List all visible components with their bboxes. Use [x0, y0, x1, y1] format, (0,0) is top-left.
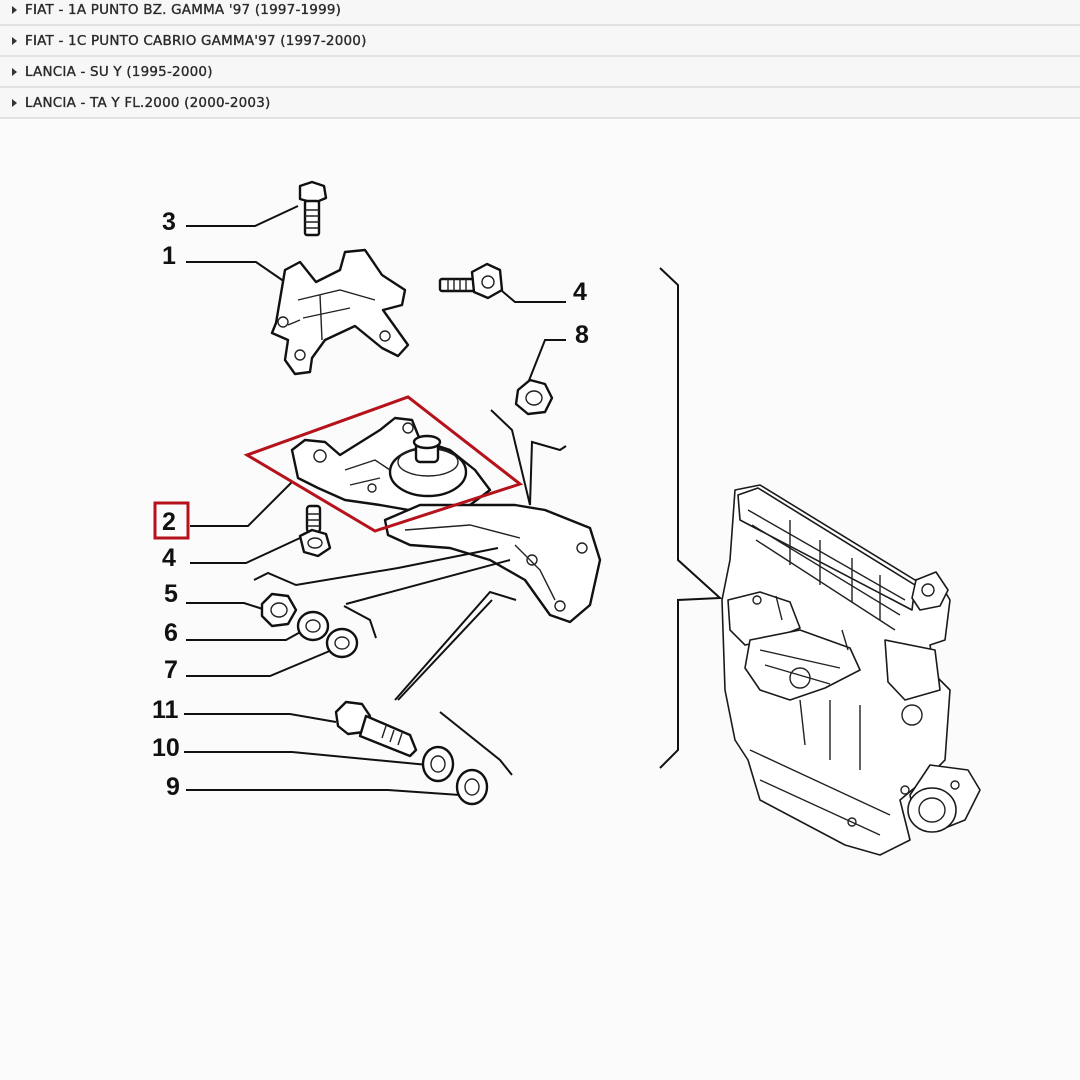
- part-8-nut[interactable]: [514, 378, 554, 416]
- part-5-nut[interactable]: [260, 592, 298, 628]
- selected-callout-box: [153, 501, 190, 540]
- callout-1[interactable]: 1: [162, 242, 176, 270]
- selected-part-highlight: [243, 395, 524, 533]
- caret-right-icon: [12, 98, 17, 107]
- applicability-label: FIAT - 1C PUNTO CABRIO GAMMA'97 (1997-20…: [25, 32, 367, 49]
- applicability-label: FIAT - 1A PUNTO BZ. GAMMA '97 (1997-1999…: [25, 2, 342, 18]
- applicability-item[interactable]: LANCIA - TA Y FL.2000 (2000-2003): [0, 88, 1080, 119]
- part-10-washer[interactable]: [421, 745, 455, 783]
- caret-right-icon: [12, 36, 17, 45]
- part-6-washer[interactable]: [296, 610, 330, 642]
- applicability-item[interactable]: FIAT - 1C PUNTO CABRIO GAMMA'97 (1997-20…: [0, 26, 1080, 57]
- callout-4[interactable]: 4: [162, 544, 176, 572]
- applicability-item[interactable]: FIAT - 1A PUNTO BZ. GAMMA '97 (1997-1999…: [0, 0, 1080, 26]
- applicability-item[interactable]: LANCIA - SU Y (1995-2000): [0, 57, 1080, 88]
- part-4-stud-lower[interactable]: [298, 504, 332, 558]
- part-7-washer[interactable]: [325, 627, 359, 659]
- part-11-long-bolt[interactable]: [334, 700, 418, 758]
- leader-lines: [184, 205, 566, 796]
- part-1-upper-bracket[interactable]: [270, 248, 410, 376]
- part-3-bolt[interactable]: [298, 180, 328, 237]
- part-2-engine-mount[interactable]: [290, 416, 602, 624]
- callout-7[interactable]: 7: [164, 656, 178, 684]
- engine-block-illustration: [721, 484, 981, 856]
- applicability-label: LANCIA - TA Y FL.2000 (2000-2003): [25, 94, 271, 111]
- assembly-guide-lines: [253, 409, 567, 776]
- callout-4[interactable]: 4: [573, 278, 587, 306]
- callout-2-selected[interactable]: 2: [162, 508, 176, 536]
- callout-5[interactable]: 5: [164, 580, 178, 608]
- callout-9[interactable]: 9: [166, 773, 180, 801]
- applicability-label: LANCIA - SU Y (1995-2000): [25, 63, 213, 80]
- caret-right-icon: [12, 67, 17, 76]
- applicability-list: FIAT - 1A PUNTO BZ. GAMMA '97 (1997-1999…: [0, 0, 1080, 119]
- part-4-bolt-upper[interactable]: [438, 262, 504, 300]
- callout-3[interactable]: 3: [162, 208, 176, 236]
- callout-10[interactable]: 10: [152, 734, 180, 762]
- part-9-washer[interactable]: [455, 768, 489, 806]
- grouping-bracket: [659, 267, 723, 769]
- caret-right-icon: [12, 6, 17, 14]
- callout-11[interactable]: 11: [152, 696, 179, 724]
- callout-6[interactable]: 6: [164, 619, 178, 647]
- callout-8[interactable]: 8: [575, 321, 589, 349]
